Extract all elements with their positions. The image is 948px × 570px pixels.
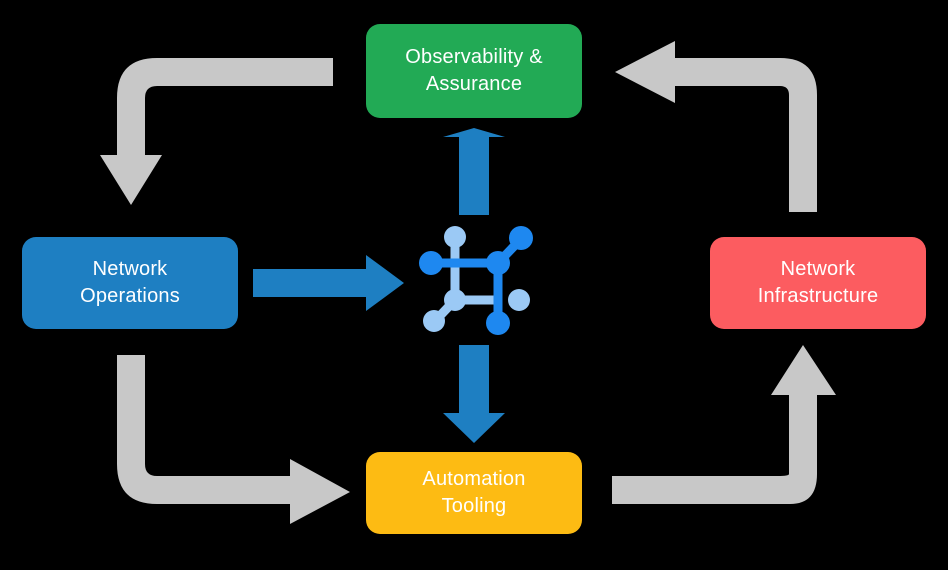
node-box-automation-tooling[interactable]: Automation Tooling (366, 452, 582, 534)
primary-arrow-operations-to-center (253, 255, 404, 311)
node-box-observability[interactable]: Observability & Assurance (366, 24, 582, 118)
node-box-network-infrastructure[interactable]: Network Infrastructure (710, 237, 926, 329)
flow-arrow-observability-to-operations (100, 58, 333, 205)
flow-arrow-automation-to-infrastructure (612, 345, 836, 504)
node-box-network-operations[interactable]: Network Operations (22, 237, 238, 329)
flow-arrow-operations-to-automation (117, 355, 350, 524)
network-topology-icon (419, 226, 533, 335)
primary-arrow-center-to-automation (443, 345, 505, 443)
flow-arrow-infrastructure-to-observability (615, 41, 817, 212)
primary-arrow-center-to-observability (443, 128, 505, 215)
